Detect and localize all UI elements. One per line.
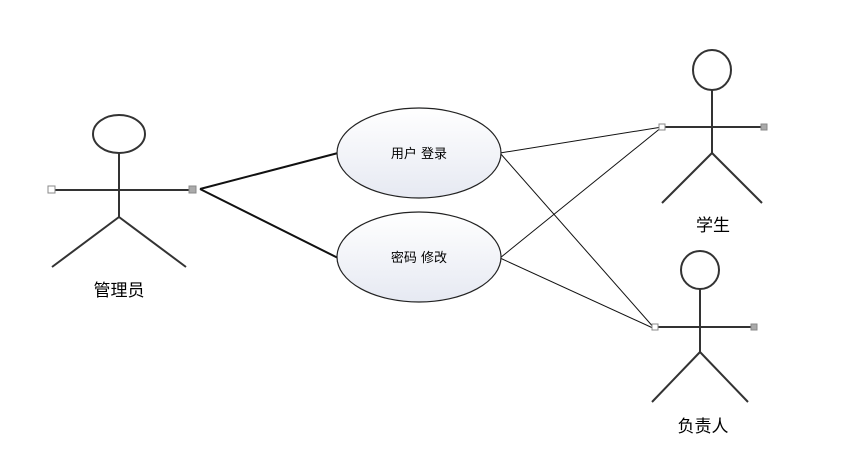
actor-admin[interactable]: 管理员 xyxy=(47,114,197,301)
usecase-change-password[interactable]: 密码 修改 xyxy=(336,211,502,303)
actor-left-leg xyxy=(651,351,701,403)
actor-right-leg xyxy=(118,216,187,268)
association-login-student[interactable] xyxy=(499,126,663,154)
actor-head xyxy=(680,250,720,290)
actor-student[interactable]: 学生 xyxy=(658,49,768,236)
actor-label: 管理员 xyxy=(94,281,145,301)
actor-left-leg xyxy=(661,152,713,204)
actor-label: 负责人 xyxy=(678,417,729,437)
association-admin-login[interactable] xyxy=(199,152,339,190)
resize-handle-right[interactable] xyxy=(750,323,758,331)
resize-handle-left[interactable] xyxy=(47,185,56,194)
actor-head xyxy=(692,49,732,91)
actor-manager[interactable]: 负责人 xyxy=(651,250,758,437)
usecase-label: 密码 修改 xyxy=(391,250,447,266)
usecase-login[interactable]: 用户 登录 xyxy=(336,107,502,199)
resize-handle-right[interactable] xyxy=(188,185,197,194)
resize-handle-left[interactable] xyxy=(651,323,659,331)
actor-left-leg xyxy=(51,216,120,268)
usecase-ellipse xyxy=(336,211,502,303)
actor-right-leg xyxy=(699,351,749,403)
actor-label: 学生 xyxy=(696,216,730,236)
association-login-manager[interactable] xyxy=(499,152,656,330)
usecase-label: 用户 登录 xyxy=(391,146,447,162)
association-change-password-student[interactable] xyxy=(499,126,663,259)
associations xyxy=(199,126,663,330)
actor-head xyxy=(92,114,146,154)
association-admin-change-password[interactable] xyxy=(199,188,339,259)
resize-handle-left[interactable] xyxy=(658,123,666,131)
resize-handle-right[interactable] xyxy=(760,123,768,131)
association-change-password-manager[interactable] xyxy=(499,257,656,330)
usecase-ellipse xyxy=(336,107,502,199)
actor-right-leg xyxy=(711,152,763,204)
